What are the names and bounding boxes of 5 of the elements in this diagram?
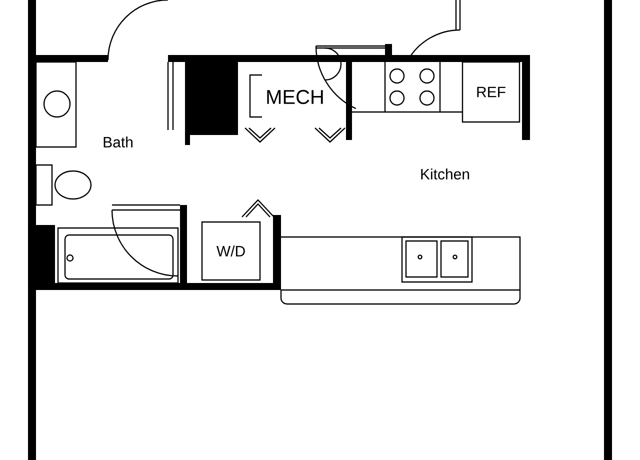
appliance-box: W/D <box>201 221 261 281</box>
appliance-box: REF <box>462 61 520 123</box>
room-label: Kitchen <box>421 168 470 180</box>
room-label: MECH <box>267 90 323 104</box>
room-label: Bath <box>104 136 132 148</box>
